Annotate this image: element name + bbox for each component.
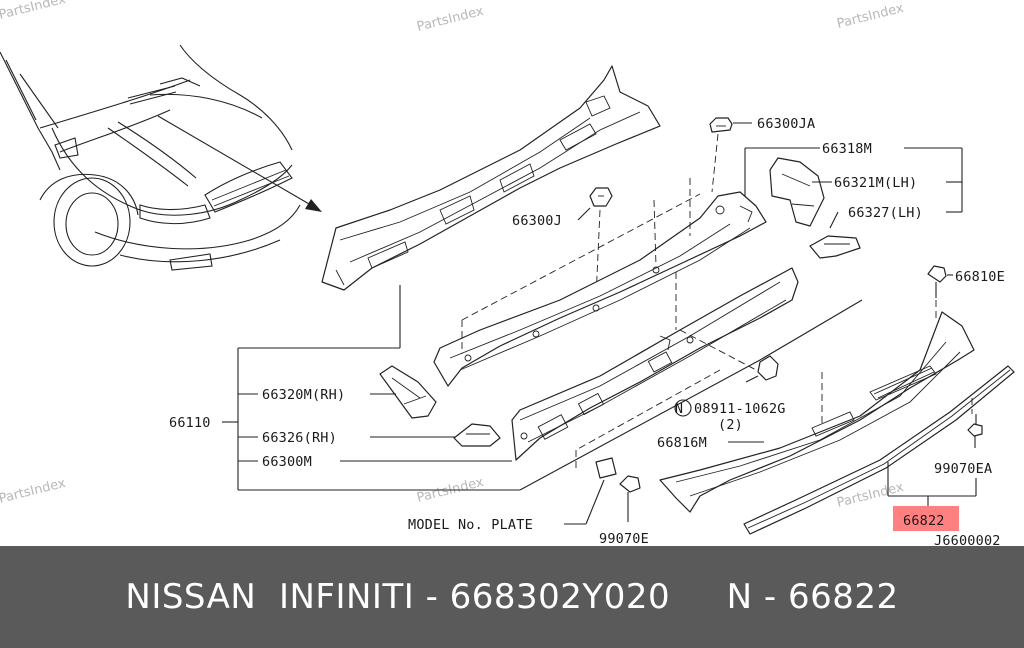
diagram-canvas: PartsIndex PartsIndex PartsIndex PartsIn… — [0, 0, 1015, 546]
nut-08911 — [674, 355, 779, 417]
callout-66822[interactable]: 66822 — [903, 513, 945, 529]
callout-66300j[interactable]: 66300J — [512, 213, 562, 229]
clip-66300j — [577, 187, 613, 299]
callout-66810e[interactable]: 66810E — [955, 269, 1005, 285]
callout-66110[interactable]: 66110 — [169, 415, 211, 431]
callout-66321m[interactable]: 66321M(LH) — [834, 175, 917, 191]
parts-diagram: PartsIndex PartsIndex PartsIndex PartsIn… — [0, 0, 1015, 546]
diagram-reference-code: J6600002 — [934, 533, 1001, 546]
seal-strip-66822 — [743, 365, 1015, 535]
dash-upper-member — [433, 191, 767, 387]
callout-08911-prefix: N — [675, 401, 683, 417]
cowl-top-cover — [659, 311, 975, 513]
car-front-illustration — [0, 44, 322, 271]
watermark: PartsIndex — [0, 476, 67, 507]
callout-66816m[interactable]: 66816M — [657, 435, 707, 451]
watermark: PartsIndex — [835, 1, 905, 32]
callout-08911-qty: (2) — [718, 417, 743, 433]
assembly-guides — [461, 178, 761, 470]
callout-model-plate[interactable]: MODEL No. PLATE — [408, 517, 533, 533]
watermark: PartsIndex — [0, 0, 67, 23]
bracket-66327 — [809, 235, 861, 259]
bracket-66321m — [769, 157, 825, 227]
callout-66326[interactable]: 66326(RH) — [262, 430, 337, 446]
callout-66300m[interactable]: 66300M — [262, 454, 312, 470]
callout-08911[interactable]: 08911-1062G — [694, 401, 786, 417]
clip-99070ea — [967, 414, 983, 448]
callout-66318m[interactable]: 66318M — [822, 141, 872, 157]
callout-99070ea[interactable]: 99070EA — [934, 461, 992, 477]
callout-66320m[interactable]: 66320M(RH) — [262, 387, 345, 403]
model-plate — [585, 457, 617, 525]
clip-66300ja — [709, 117, 752, 193]
clip-99070e — [619, 475, 641, 522]
callout-66300ja[interactable]: 66300JA — [757, 116, 815, 132]
part-highlight — [893, 506, 959, 531]
footer-part-number: NISSAN INFINITI - 668302Y020 N - 66822 — [125, 577, 899, 617]
clip-66810e — [927, 265, 953, 298]
watermark: PartsIndex — [415, 4, 485, 35]
part-number-footer: NISSAN INFINITI - 668302Y020 N - 66822 — [0, 546, 1024, 648]
dash-lower-panel — [511, 267, 799, 461]
callout-66327[interactable]: 66327(LH) — [848, 205, 923, 221]
bracket-66326 — [453, 423, 501, 447]
callout-99070e[interactable]: 99070E — [599, 531, 649, 546]
bracket-66320m — [379, 365, 437, 419]
leader-lines — [222, 147, 977, 525]
cowl-top-panel — [321, 65, 661, 291]
